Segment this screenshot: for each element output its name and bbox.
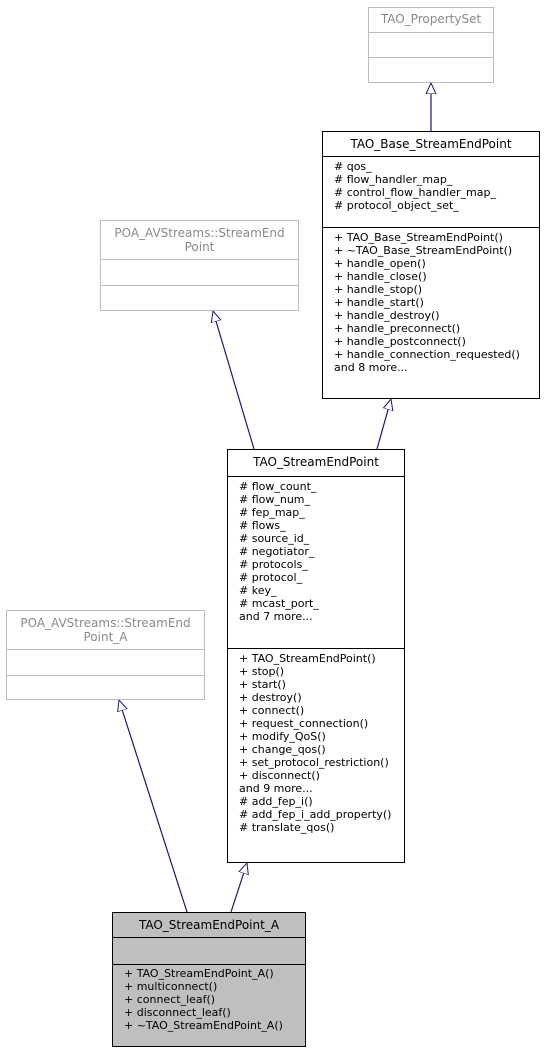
operation: + TAO_Base_StreamEndPoint() [334,231,503,244]
operation: + change_qos() [239,743,326,756]
class-poa-avstreams-streamendpoint[interactable]: POA_AVStreams::StreamEnd Point [100,220,299,311]
operation: and 9 more... [239,782,313,795]
attribute: # source_id_ [239,532,310,545]
operation: + stop() [239,665,285,678]
class-title: TAO_StreamEndPoint [228,450,404,477]
edge-a-to-streamendpoint [230,863,247,913]
operation: + TAO_StreamEndPoint() [239,652,376,665]
attribute: # protocol_object_set_ [334,199,459,212]
operation: + disconnect() [239,769,320,782]
attributes-section [101,260,298,286]
class-poa-avstreams-streamendpoint-a[interactable]: POA_AVStreams::StreamEnd Point_A [6,610,205,700]
operation: # add_fep_i() [239,795,313,808]
operation: + destroy() [239,691,302,704]
class-title-line: Point [184,240,215,254]
attribute: # fep_map_ [239,506,305,519]
attribute: # flows_ [239,519,286,532]
operation: # translate_qos() [239,821,335,834]
attribute: # mcast_port_ [239,597,319,610]
class-title-line: POA_AVStreams::StreamEnd [20,616,191,630]
operation: + request_connection() [239,717,369,730]
class-tao-base-streamendpoint[interactable]: TAO_Base_StreamEndPoint # qos_ # flow_ha… [322,131,540,399]
attributes-section: # flow_count_ # flow_num_ # fep_map_ # f… [228,477,404,649]
operation: + handle_preconnect() [334,322,461,335]
operation: + multiconnect() [124,980,218,993]
operation: + set_protocol_restriction() [239,756,389,769]
class-tao-propertyset[interactable]: TAO_PropertySet [368,7,494,83]
class-title: TAO_PropertySet [369,8,493,33]
operation: + connect_leaf() [124,993,216,1006]
operation: + handle_postconnect() [334,335,466,348]
class-tao-streamendpoint[interactable]: TAO_StreamEndPoint # flow_count_ # flow_… [227,449,405,863]
class-title: POA_AVStreams::StreamEnd Point [101,221,298,260]
operations-section: + TAO_StreamEndPoint_A() + multiconnect(… [113,965,305,1032]
attribute: # flow_count_ [239,480,317,493]
operation: + connect() [239,704,305,717]
attribute: # protocol_ [239,571,303,584]
operation: + handle_destroy() [334,309,440,322]
attribute: # negotiator_ [239,545,315,558]
attribute: # flow_num_ [239,493,311,506]
attribute: # qos_ [334,160,372,173]
class-tao-streamendpoint-a[interactable]: TAO_StreamEndPoint_A + TAO_StreamEndPoin… [112,912,306,1047]
operation: + modify_QoS() [239,730,326,743]
edge-a-to-poa-a [119,700,188,913]
attributes-section [113,938,305,965]
class-title: POA_AVStreams::StreamEnd Point_A [7,611,204,650]
operation: + handle_close() [334,270,427,283]
operation: + handle_connection_requested() [334,348,520,361]
class-title: TAO_Base_StreamEndPoint [323,132,539,157]
operation: + start() [239,678,286,691]
operation: + handle_open() [334,257,426,270]
attribute: # flow_handler_map_ [334,173,453,186]
attribute: # key_ [239,584,277,597]
operation: + ~TAO_Base_StreamEndPoint() [334,244,513,257]
attribute: # protocols_ [239,558,308,571]
operation: # add_fep_i_add_property() [239,808,392,821]
class-title-line: POA_AVStreams::StreamEnd [114,226,285,240]
attributes-section [369,33,493,58]
operations-section [369,58,493,82]
attributes-section: # qos_ # flow_handler_map_ # control_flo… [323,157,539,228]
edge-streamendpoint-to-base [376,399,391,450]
operations-section: + TAO_Base_StreamEndPoint() + ~TAO_Base_… [323,228,539,374]
operations-section [101,286,298,310]
edge-streamendpoint-to-poa [213,311,255,450]
operation: + disconnect_leaf() [124,1006,231,1019]
operation: + handle_stop() [334,283,423,296]
operation: and 8 more... [334,361,408,374]
operations-section [7,676,204,699]
class-title: TAO_StreamEndPoint_A [113,913,305,938]
operation: + ~TAO_StreamEndPoint_A() [124,1019,283,1032]
operations-section: + TAO_StreamEndPoint() + stop() + start(… [228,649,404,834]
attributes-section [7,650,204,676]
class-title-line: Point_A [83,630,128,644]
operation: + TAO_StreamEndPoint_A() [124,967,274,980]
operation: + handle_start() [334,296,424,309]
attribute: # control_flow_handler_map_ [334,186,496,199]
attribute: and 7 more... [239,610,313,623]
